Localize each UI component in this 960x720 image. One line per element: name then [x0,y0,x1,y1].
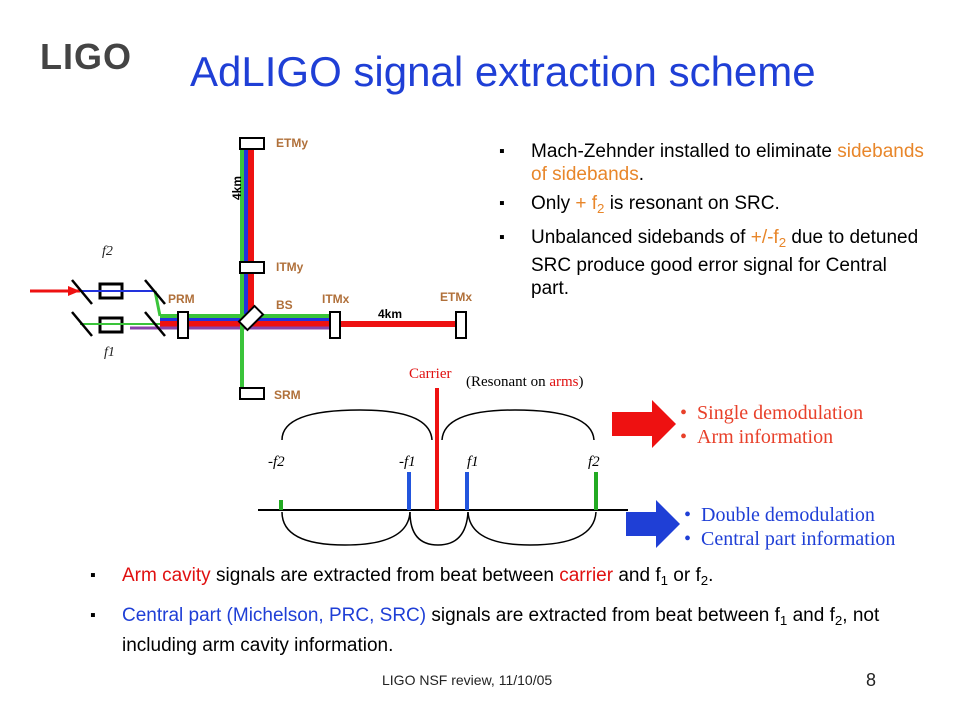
lower-arc-1 [281,511,411,546]
mz-mirror-2 [144,279,166,305]
mz-splitter-1 [71,279,93,305]
upper-arc-left [281,409,433,441]
top-bullet-list: Mach-Zehnder installed to eliminate side… [497,140,927,306]
ligo-logo: LIGO [40,36,132,77]
itmx-mirror [329,311,341,339]
carrier-label: Carrier [409,366,452,382]
label-minus-f2: -f2 [268,454,285,470]
y-arm-length-label: 4km [230,175,244,200]
double-demod-notes: Double demodulation Central part informa… [684,503,895,551]
page-number: 8 [866,670,877,690]
slide-title: AdLIGO signal extraction scheme [190,48,816,95]
single-demod-arrow-icon [612,400,676,448]
etmx-label: ETMx [440,290,473,304]
mz-mirror-1 [71,311,93,337]
f2-modulator-label: f2 [102,244,113,259]
label-f1: f1 [467,454,479,470]
itmx-label: ITMx [322,292,350,306]
etmy-mirror [239,137,265,150]
footer-text: LIGO NSF review, 11/10/05 [382,672,553,688]
label-f2: f2 [588,454,600,470]
label-minus-f1: -f1 [399,454,416,470]
bs-label: BS [276,298,293,312]
x-arm-length-label: 4km [378,307,403,321]
bullet-resonant-src: Only + f2 is resonant on SRC. [497,192,927,220]
bullet-mach-zehnder: Mach-Zehnder installed to eliminate side… [497,140,927,186]
single-demod-line2: Arm information [680,425,863,449]
upper-arc-right [441,409,595,441]
bottom-bullet-list: Arm cavity signals are extracted from be… [88,563,918,668]
double-demod-line1: Double demodulation [684,503,895,527]
f1-modulator-label: f1 [104,345,115,360]
itmy-mirror [239,261,265,274]
prm-mirror [177,311,189,339]
itmy-label: ITMy [276,260,304,274]
lower-arc-2 [409,511,469,546]
srm-mirror [239,387,265,400]
resonant-on-arms-label: (Resonant on arms) [466,374,584,390]
bullet-central-part-signals: Central part (Michelson, PRC, SRC) signa… [88,603,918,658]
input-arrow-icon [68,286,80,296]
bullet-unbalanced-sidebands: Unbalanced sidebands of +/-f2 due to det… [497,226,927,300]
bullet-arm-cavity-signals: Arm cavity signals are extracted from be… [88,563,918,593]
beamsplitter [237,304,265,332]
double-demod-arrow-icon [626,500,680,548]
double-demod-line2: Central part information [684,527,895,551]
etmx-mirror [455,311,467,339]
srm-label: SRM [274,388,301,402]
lower-arc-3 [467,511,597,546]
single-demod-notes: Single demodulation Arm information [680,401,863,449]
etmy-label: ETMy [276,136,309,150]
single-demod-line1: Single demodulation [680,401,863,425]
mz-splitter-2 [144,311,166,337]
prm-label: PRM [168,292,195,306]
